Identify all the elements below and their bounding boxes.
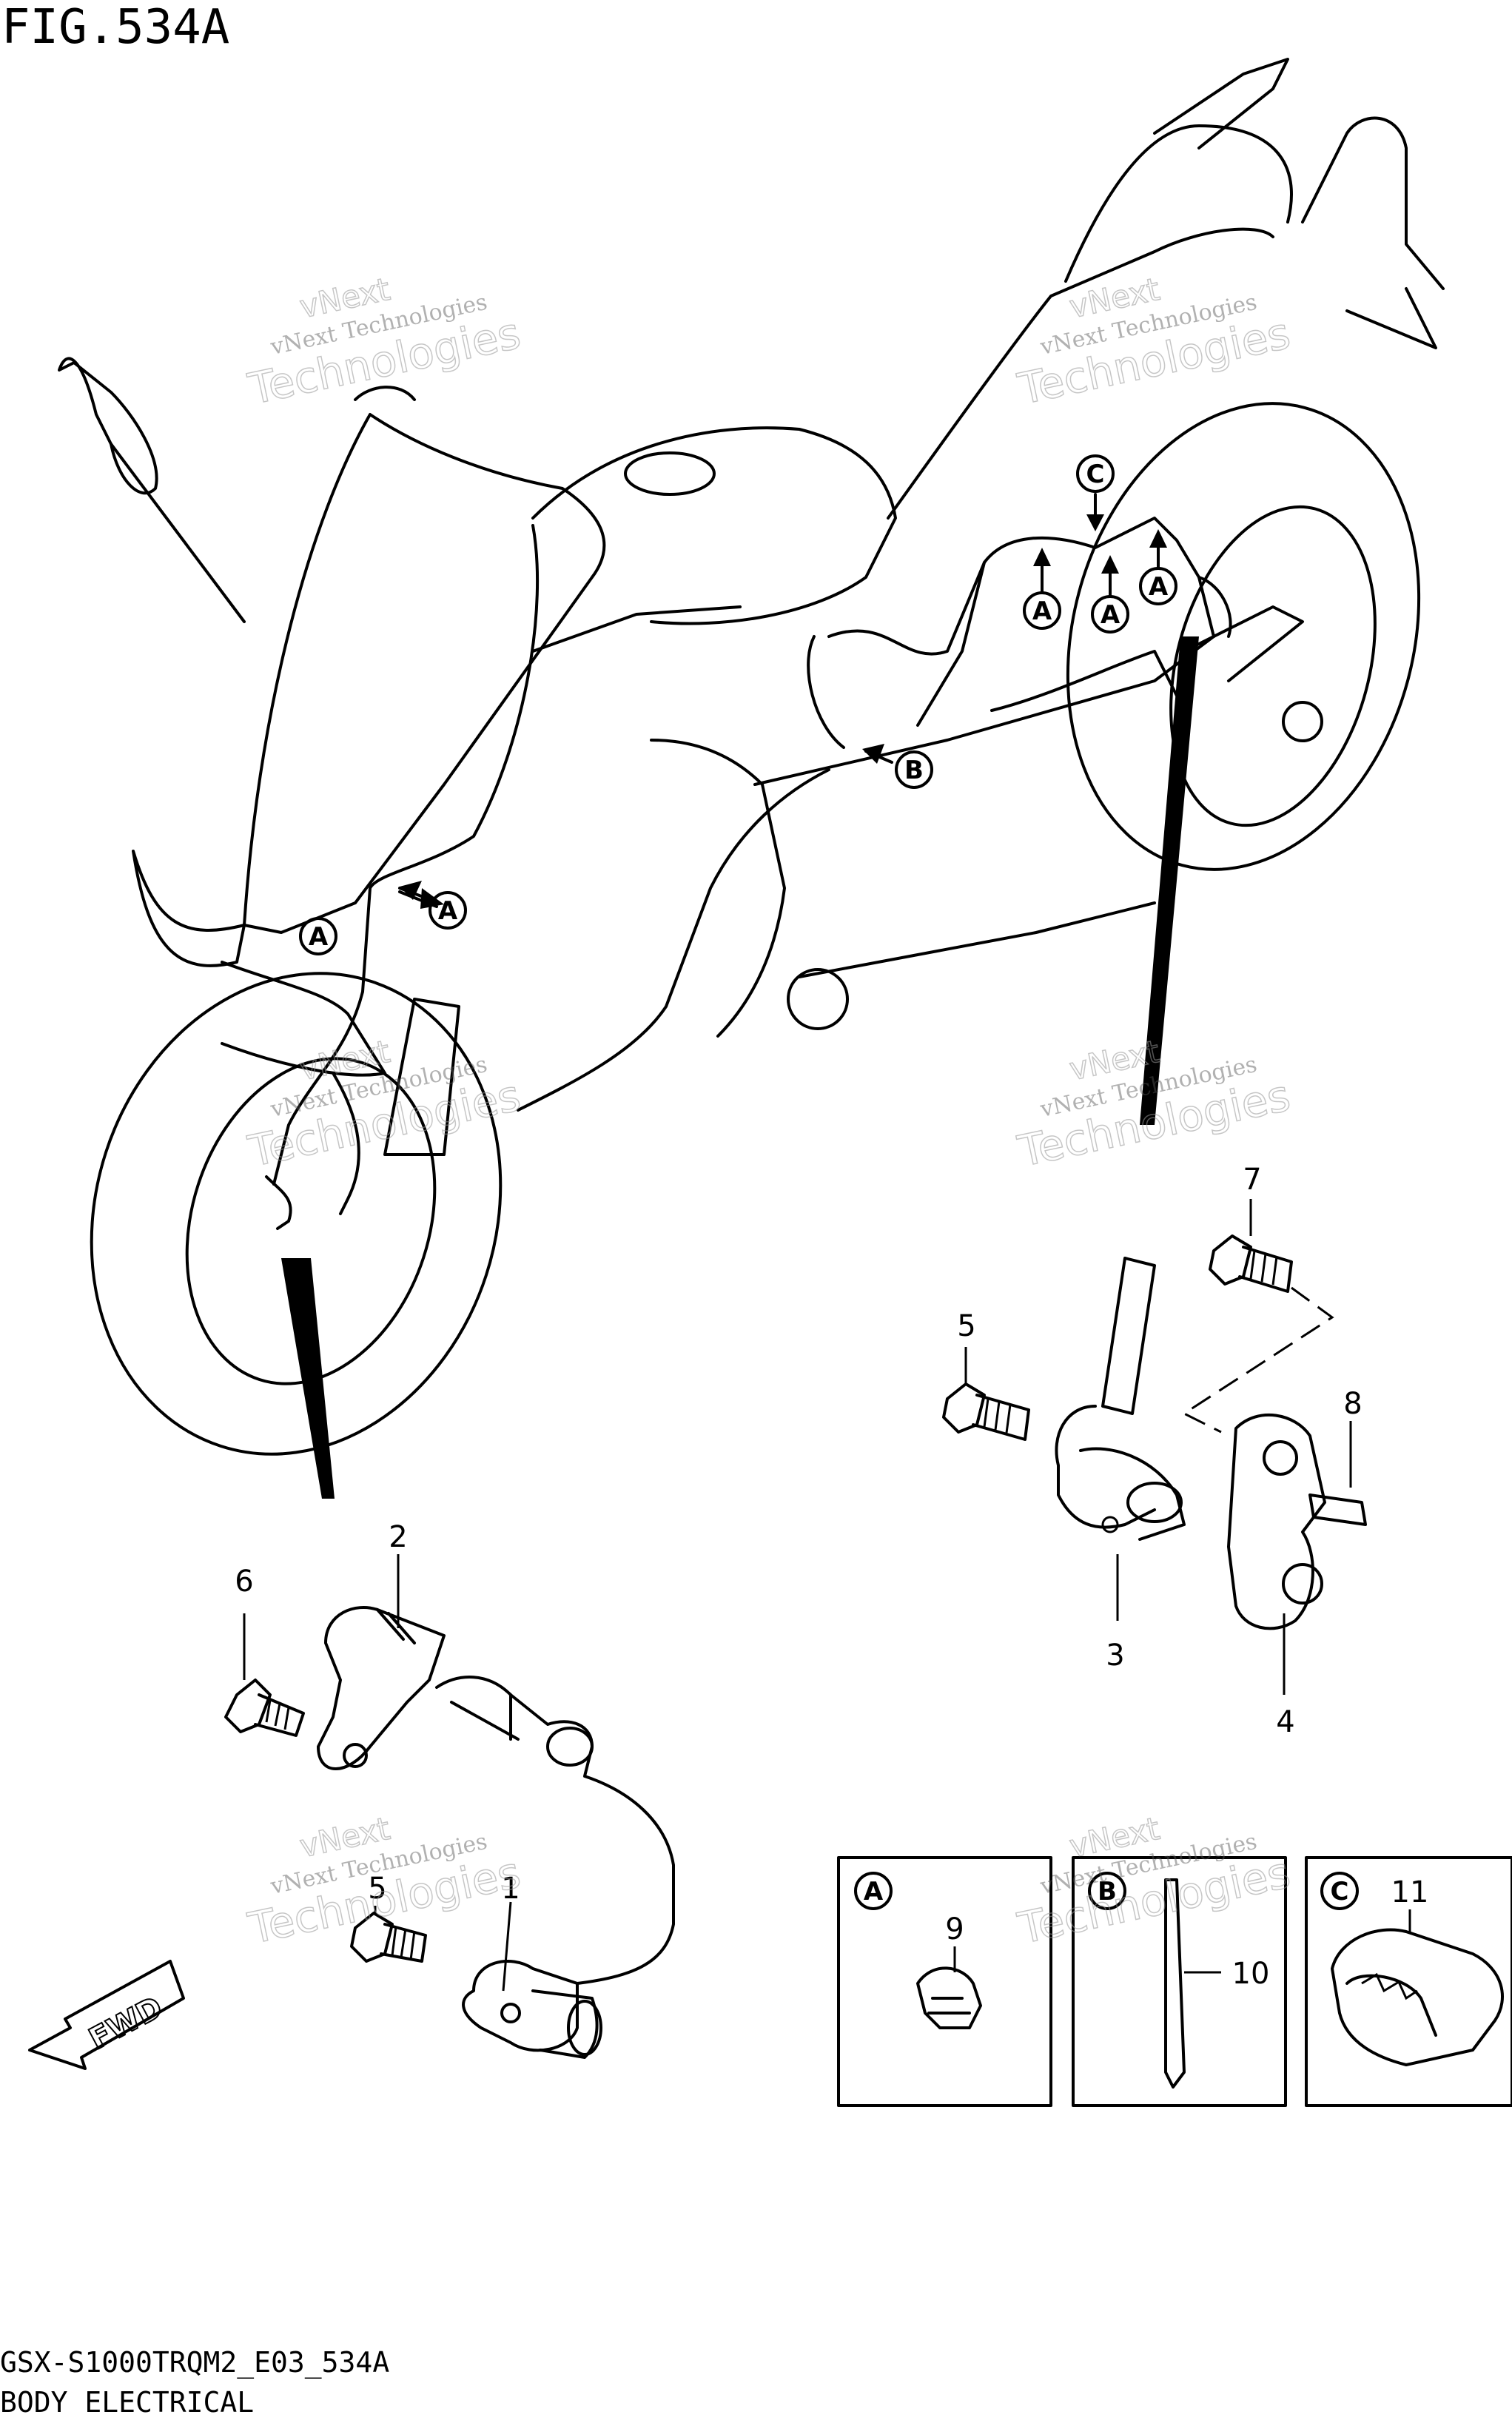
inset-a: A	[837, 1856, 1052, 2107]
callout-7: 7	[1243, 1163, 1261, 1197]
figure-title: FIG.534A	[1, 0, 230, 55]
watermarks: vNext vNext Technologies Technologies vN…	[243, 270, 1295, 1955]
marker-a-center-1: A	[1032, 597, 1052, 626]
marker-a-front-left: A	[309, 922, 329, 952]
model-code: GSX-S1000TRQM2_E03_534A	[0, 2346, 390, 2379]
callout-4: 4	[1276, 1705, 1294, 1739]
inset-a-label: A	[864, 1877, 884, 1906]
rear-sensor-group	[942, 1199, 1367, 1695]
callout-5-upper: 5	[957, 1309, 975, 1343]
callout-9: 9	[945, 1912, 964, 1946]
callout-10: 10	[1232, 1957, 1270, 1991]
callout-2: 2	[389, 1520, 407, 1554]
marker-a-center-3: A	[1149, 572, 1169, 602]
inset-c: C	[1305, 1856, 1512, 2107]
callout-5-lower: 5	[368, 1872, 386, 1906]
motorcycle-illustration	[58, 58, 1445, 1499]
front-sensor-pointer	[281, 1258, 335, 1499]
callout-3: 3	[1106, 1639, 1124, 1673]
marker-a-center-2: A	[1101, 600, 1120, 630]
callout-1: 1	[501, 1872, 520, 1906]
marker-c: C	[1086, 460, 1105, 489]
callout-11: 11	[1391, 1875, 1429, 1909]
marker-b: B	[904, 756, 924, 785]
rear-sensor-pointer	[1140, 636, 1199, 1125]
inset-b-label: B	[1098, 1877, 1117, 1906]
callout-8: 8	[1343, 1387, 1362, 1421]
marker-a-front-right: A	[438, 896, 458, 926]
callout-numbers: 1 2 3 4 5 5 6 7 8 9 10 11	[235, 1163, 1428, 1991]
inset-b: B	[1072, 1856, 1287, 2107]
fwd-arrow: FWD	[28, 1960, 185, 2070]
front-sensor-group	[224, 1554, 675, 2059]
section-title: BODY ELECTRICAL	[0, 2386, 255, 2419]
bike-markers: A A B C A A A	[299, 454, 1177, 955]
inset-c-label: C	[1331, 1877, 1349, 1906]
callout-6: 6	[235, 1565, 253, 1599]
